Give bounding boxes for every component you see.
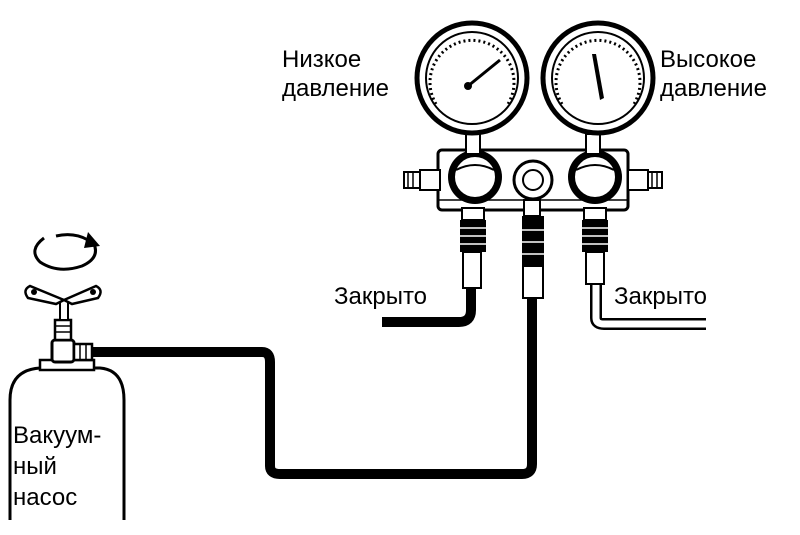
closed-left-label: Закрыто [334, 283, 428, 310]
vacuum-pump-label: Вакуум- ный насос [13, 420, 101, 513]
high-pressure-label-line-2: давление [660, 75, 767, 102]
low-pressure-label: Низкое давление [282, 45, 389, 103]
manifold-block-icon [403, 148, 663, 212]
vacuum-pump-label-line-2: ный [13, 453, 57, 480]
right-coupler [582, 207, 608, 285]
low-pressure-label-line-1: Низкое [282, 46, 362, 73]
left-coupler [460, 207, 486, 289]
low-pressure-label-line-2: давление [282, 75, 389, 102]
valve-icon [24, 284, 102, 364]
center-coupler [522, 199, 544, 299]
vacuum-pump-label-line-1: Вакуум- [13, 422, 102, 449]
pump-hose [92, 296, 537, 479]
low-pressure-gauge-icon [414, 20, 530, 136]
closed-right-label: Закрыто [614, 283, 708, 310]
high-pressure-label-line-1: Высокое [660, 46, 757, 73]
high-pressure-label: Высокое давление [660, 45, 767, 103]
rotation-arrow-icon [33, 232, 100, 271]
left-closed-hose [382, 288, 476, 327]
high-pressure-gauge-icon [540, 20, 656, 136]
vacuum-pump-label-line-3: насос [13, 484, 78, 511]
